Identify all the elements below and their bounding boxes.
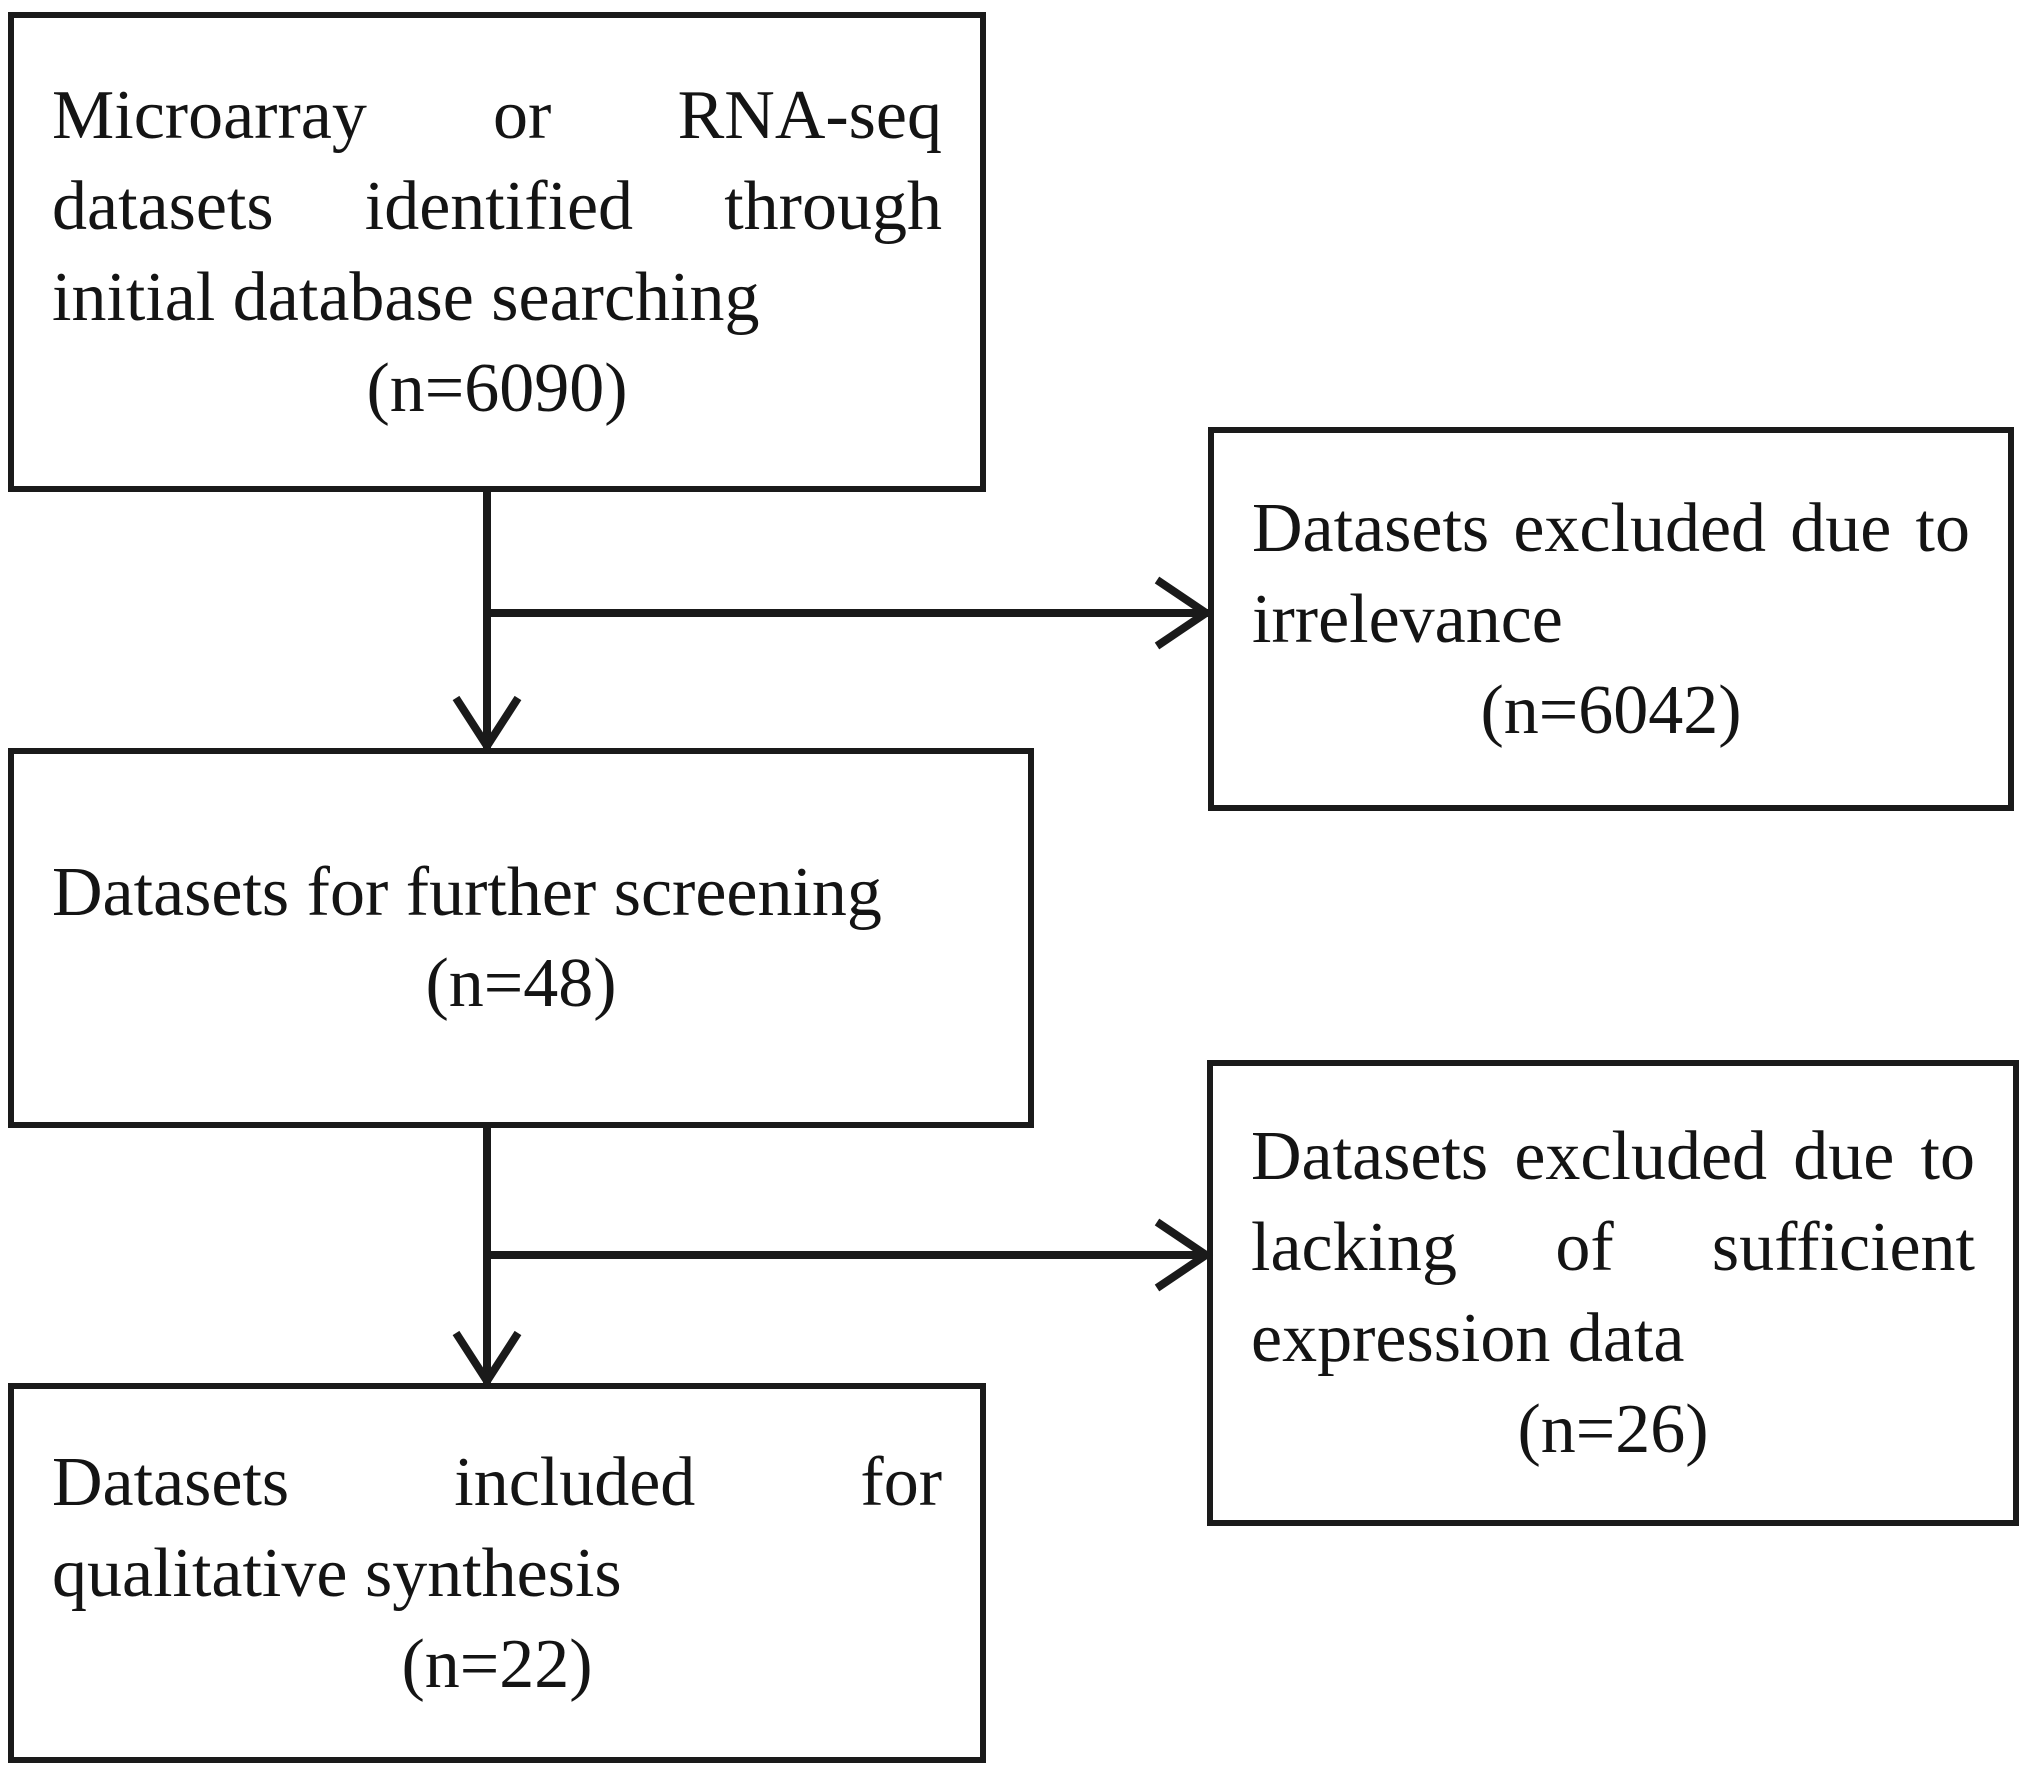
box-included-qualitative-synthesis: Datasets included for qualitative synthe… [8, 1383, 986, 1763]
box-further-screening: Datasets for further screening (n=48) [8, 748, 1034, 1128]
arrowhead-right-to-excluded-insufficient [1154, 1218, 1214, 1292]
arrowhead-down-to-included [452, 1330, 522, 1389]
box-further-screening-count: (n=48) [425, 945, 617, 1022]
box-excluded-irrelevance-count: (n=6042) [1480, 671, 1742, 749]
box-excluded-irrelevance: Datasets excluded due to irrelevance (n=… [1208, 427, 2014, 811]
box-datasets-identified: Microarray or RNA-seq datasets identifie… [8, 12, 986, 492]
box-excluded-insufficient-data: Datasets excluded due to lacking of suff… [1207, 1060, 2019, 1526]
box-included-qualitative-synthesis-count: (n=22) [401, 1625, 593, 1703]
arrowhead-right-to-excluded-irrelevance [1154, 576, 1214, 650]
arrowhead-down-to-screening [452, 695, 522, 754]
box-excluded-insufficient-data-count: (n=26) [1517, 1391, 1709, 1468]
box-datasets-identified-count: (n=6090) [366, 350, 628, 427]
box-datasets-identified-text: Microarray or RNA-seq datasets identifie… [52, 77, 942, 336]
box-included-qualitative-synthesis-text: Datasets included for qualitative synthe… [52, 1443, 942, 1612]
box-excluded-insufficient-data-text: Datasets excluded due to lacking of suff… [1251, 1118, 1975, 1377]
box-further-screening-text: Datasets for further screening [52, 854, 882, 931]
box-excluded-irrelevance-text: Datasets excluded due to irrelevance [1252, 489, 1970, 658]
